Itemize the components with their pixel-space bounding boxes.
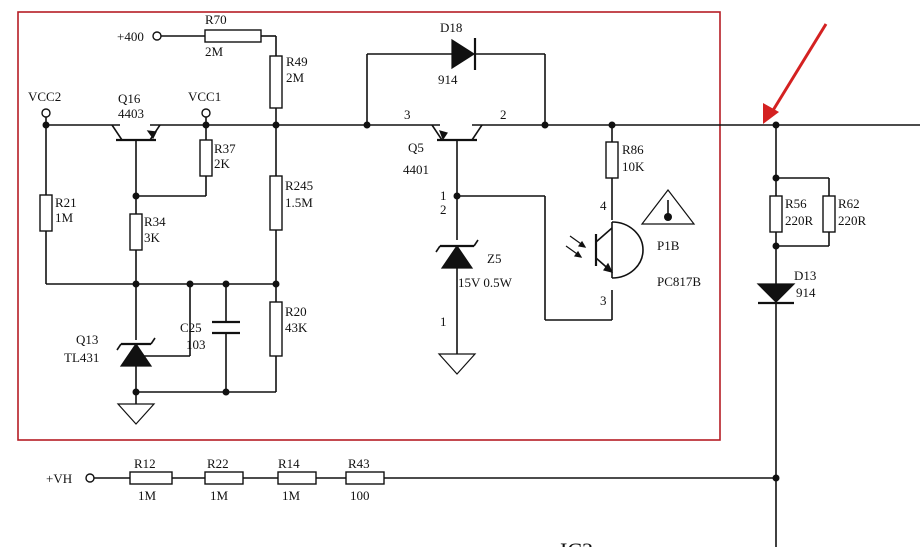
svg-text:3: 3 xyxy=(404,107,411,122)
svg-text:914: 914 xyxy=(796,285,816,300)
transistor-q5: 3 2 Q5 4401 1 xyxy=(403,107,507,240)
shunt-regulator-q13: Q13 TL431 xyxy=(64,284,276,404)
svg-text:2: 2 xyxy=(440,202,447,217)
svg-text:R70: R70 xyxy=(205,12,227,27)
svg-text:R37: R37 xyxy=(214,141,236,156)
svg-text:2K: 2K xyxy=(214,156,231,171)
svg-text:Q13: Q13 xyxy=(76,332,98,347)
ic3-label: IC3 xyxy=(560,538,593,547)
svg-text:2M: 2M xyxy=(286,70,305,85)
resistor-r86: R86 10K xyxy=(605,125,645,220)
svg-text:TL431: TL431 xyxy=(64,350,99,365)
svg-text:3: 3 xyxy=(600,293,607,308)
svg-text:4401: 4401 xyxy=(403,162,429,177)
svg-text:2: 2 xyxy=(500,107,507,122)
svg-text:P1B: P1B xyxy=(657,238,680,253)
svg-text:D13: D13 xyxy=(794,268,816,283)
resistor-r34: R34 3K xyxy=(129,213,166,340)
resistor-r37: R37 2K xyxy=(136,139,236,197)
svg-text:220R: 220R xyxy=(838,213,867,228)
resistor-r245: R245 1.5M xyxy=(269,125,313,284)
resistor-r70: R70 2M xyxy=(204,12,262,59)
resistor-r22: R22 1M xyxy=(204,456,244,503)
resistor-r62: R62 220R xyxy=(822,195,867,233)
svg-text:103: 103 xyxy=(186,337,206,352)
resistor-r21: R21 1M xyxy=(39,194,77,284)
vcc2-label: VCC2 xyxy=(28,89,61,104)
svg-text:C25: C25 xyxy=(180,320,202,335)
svg-text:R86: R86 xyxy=(622,142,644,157)
svg-text:1.5M: 1.5M xyxy=(285,195,313,210)
svg-text:1: 1 xyxy=(440,314,447,329)
svg-text:Q5: Q5 xyxy=(408,140,424,155)
svg-text:Z5: Z5 xyxy=(487,251,501,266)
svg-text:1M: 1M xyxy=(55,210,74,225)
vh-label: +VH xyxy=(46,471,72,486)
svg-text:1M: 1M xyxy=(138,488,157,503)
resistor-r56: R56 220R xyxy=(769,195,814,233)
svg-text:2M: 2M xyxy=(205,44,224,59)
plus400-label: +400 xyxy=(117,29,144,44)
zener-z5: 2 1 Z5 15V 0.5W xyxy=(435,202,513,354)
resistor-r20: R20 43K xyxy=(269,284,308,392)
vcc1-terminal: VCC1 xyxy=(188,89,221,140)
svg-text:D18: D18 xyxy=(440,20,462,35)
ground-center xyxy=(437,353,477,375)
svg-text:1M: 1M xyxy=(210,488,229,503)
opto-return-wire xyxy=(457,195,613,321)
svg-text:PC817B: PC817B xyxy=(657,274,701,289)
vh-input: +VH xyxy=(46,471,776,486)
diode-d13: D13 914 xyxy=(756,268,816,547)
svg-text:914: 914 xyxy=(438,72,458,87)
optocoupler-pc817b: 4 3 P1B PC817B xyxy=(565,189,701,308)
ground-left xyxy=(116,403,156,425)
highlight-box xyxy=(17,11,721,441)
vcc2-terminal: VCC2 xyxy=(28,89,61,195)
svg-text:R12: R12 xyxy=(134,456,156,471)
vcc1-label: VCC1 xyxy=(188,89,221,104)
resistor-r14: R14 1M xyxy=(277,456,317,503)
svg-text:Q16: Q16 xyxy=(118,91,141,106)
svg-text:R49: R49 xyxy=(286,54,308,69)
right-branch xyxy=(775,125,830,284)
svg-text:15V 0.5W: 15V 0.5W xyxy=(458,275,513,290)
resistor-r43: R43 100 xyxy=(345,456,385,503)
svg-text:4403: 4403 xyxy=(118,106,144,121)
svg-text:R21: R21 xyxy=(55,195,77,210)
svg-text:R14: R14 xyxy=(278,456,300,471)
svg-text:43K: 43K xyxy=(285,320,308,335)
transistor-q16: Q16 4403 xyxy=(111,91,161,214)
svg-text:3K: 3K xyxy=(144,230,161,245)
svg-text:4: 4 xyxy=(600,198,607,213)
resistor-r49: R49 2M xyxy=(269,54,308,125)
svg-text:R34: R34 xyxy=(144,214,166,229)
svg-text:100: 100 xyxy=(350,488,370,503)
svg-text:1M: 1M xyxy=(282,488,301,503)
svg-text:R62: R62 xyxy=(838,196,860,211)
resistor-r12: R12 1M xyxy=(129,456,173,503)
svg-text:R20: R20 xyxy=(285,304,307,319)
svg-text:R56: R56 xyxy=(785,196,807,211)
svg-text:10K: 10K xyxy=(622,159,645,174)
svg-text:R22: R22 xyxy=(207,456,229,471)
svg-text:220R: 220R xyxy=(785,213,814,228)
diode-d18: D18 914 xyxy=(366,20,546,125)
svg-text:R245: R245 xyxy=(285,178,313,193)
svg-text:R43: R43 xyxy=(348,456,370,471)
red-arrow-annotation xyxy=(763,23,828,124)
svg-text:1: 1 xyxy=(440,188,447,203)
capacitor-c25: C25 103 xyxy=(180,284,240,392)
plus400-input: +400 xyxy=(117,29,277,56)
